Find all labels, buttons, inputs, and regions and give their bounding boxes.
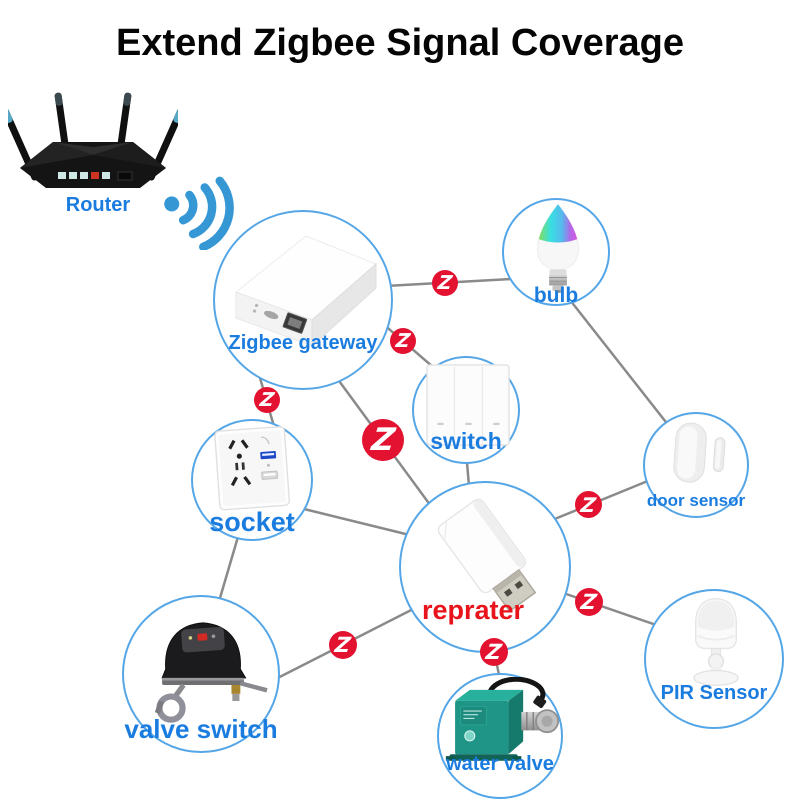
valve-switch-image [154,622,268,723]
zigbee-z-icon: Z [575,491,602,518]
socket-image [214,426,290,511]
zigbee-z-icon: Z [480,638,508,666]
device-circle-switch: switch [412,356,520,464]
device-circle-water-valve: water valve [437,673,563,799]
zigbee-z-icon: Z [362,419,404,461]
device-circle-socket: socket [191,419,313,541]
switch-image [426,364,510,446]
device-circle-pir-sensor: PIR Sensor [644,589,784,729]
zigbee-z-icon: Z [329,631,357,659]
water-valve-image [445,677,560,761]
bulb-image [536,203,580,293]
pir-sensor-label: PIR Sensor [660,682,768,704]
device-circle-zigbee-gateway: Zigbee gateway [213,210,393,390]
router-image [2,92,184,188]
router-label: Router [65,194,131,216]
device-circle-valve-switch: valve switch [122,595,280,753]
door-sensor-label: door sensor [646,491,746,510]
router-device [2,80,184,205]
socket-label: socket [209,507,295,537]
device-circle-door-sensor: door sensor [643,412,749,518]
repeater-label: reprater [421,595,525,625]
door-sensor-image [673,422,726,483]
zigbee-z-icon: Z [254,387,280,413]
zigbee-z-icon: Z [390,328,416,354]
zigbee-z-icon: Z [575,588,603,616]
device-circle-repeater: reprater [399,481,571,653]
connection-line [569,299,681,441]
zigbee-gateway-label: Zigbee gateway [228,332,378,354]
zigbee-z-icon: Z [432,270,458,296]
wifi-signal-icon [156,170,236,255]
valve-switch-label: valve switch [124,714,278,744]
device-circle-bulb: bulb [502,198,610,307]
water-valve-label: water valve [446,753,554,775]
repeater-image [437,498,537,613]
page-title: Extend Zigbee Signal Coverage [115,22,685,64]
switch-label: switch [430,428,502,454]
pir-sensor-image [693,597,739,687]
bulb-label: bulb [533,284,579,307]
zigbee-gateway-image [234,235,377,348]
